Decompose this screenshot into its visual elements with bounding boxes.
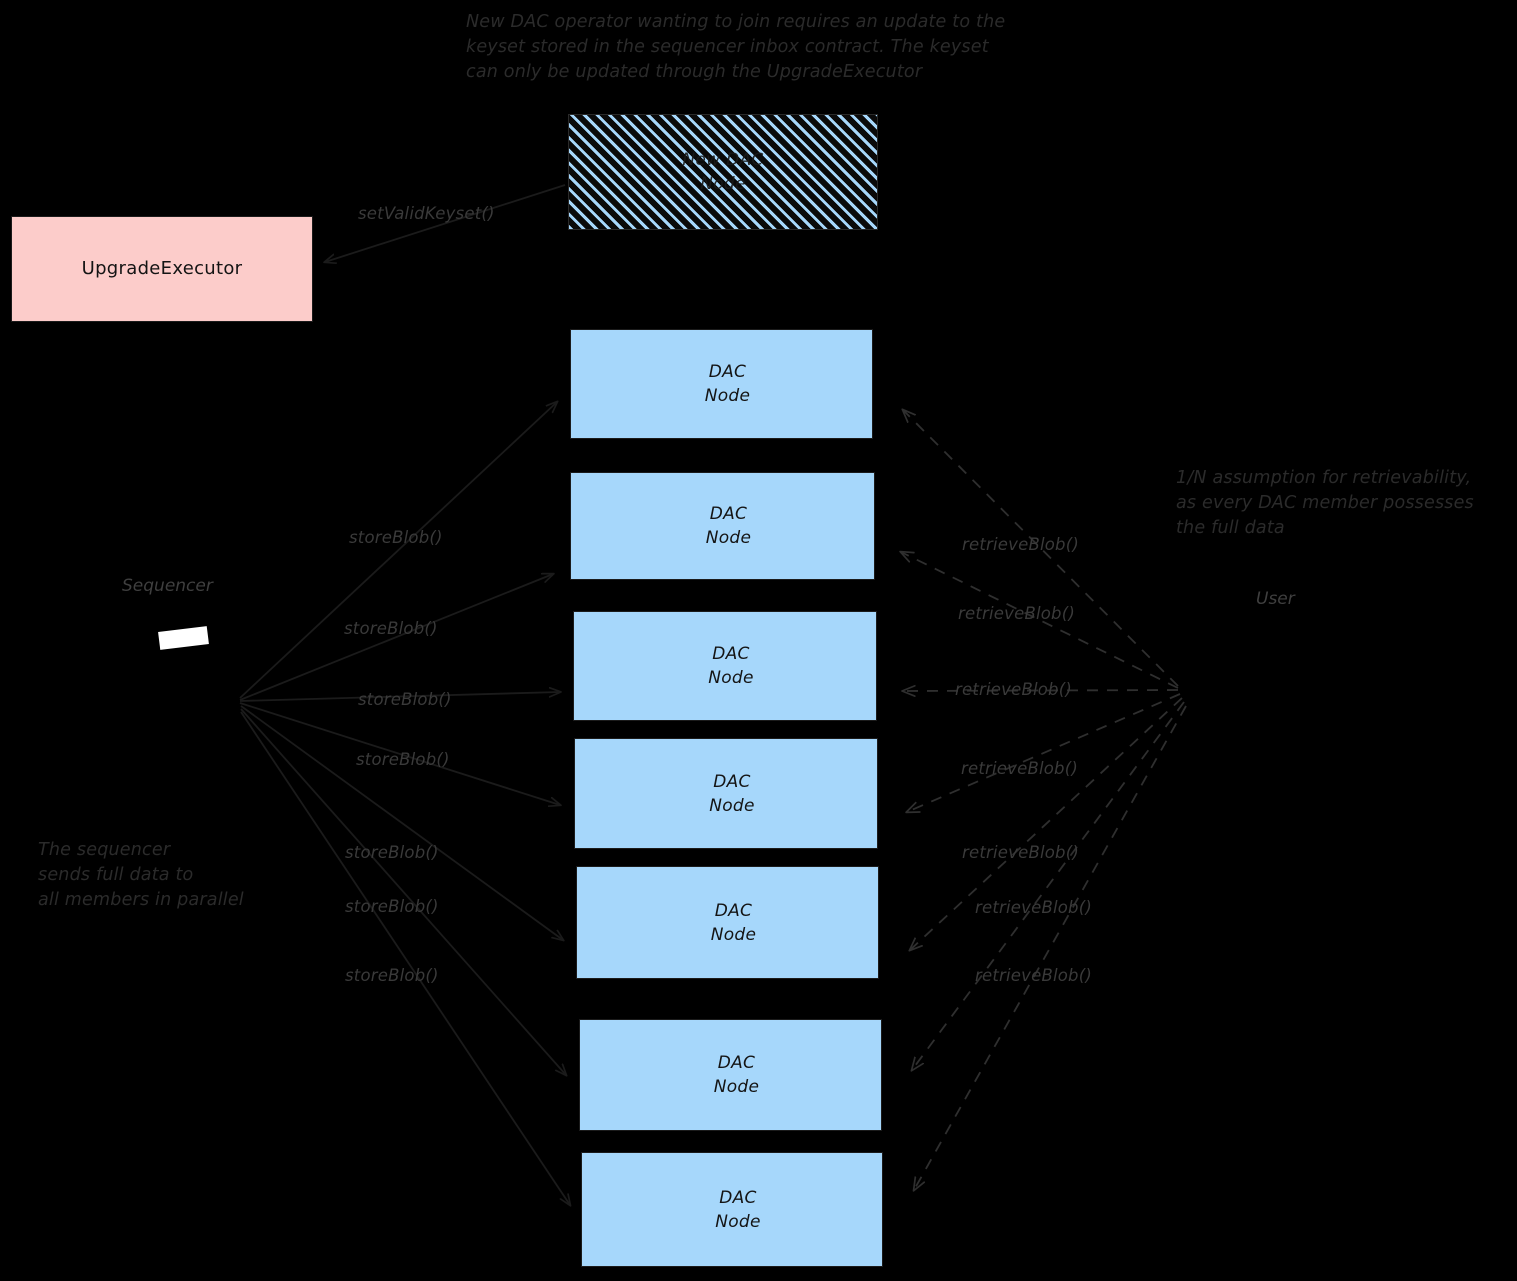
dac-node-label-4: DAC Node [709, 771, 755, 816]
edge-label-retrieve-blob-4: retrieveBlob() [961, 759, 1078, 778]
dac-node-box-7[interactable]: DAC Node [581, 1152, 883, 1267]
edge-set-valid-keyset [325, 184, 566, 262]
dac-node-box-2[interactable]: DAC Node [570, 472, 875, 580]
dac-node-label-5: DAC Node [710, 900, 757, 945]
dac-node-box-1[interactable]: DAC Node [570, 329, 873, 439]
edge-store-blob-7 [240, 711, 570, 1205]
upgrade-executor-box[interactable]: UpgradeExecutor [11, 216, 313, 322]
edge-group-store-blob [239, 402, 570, 1205]
note-right: 1/N assumption for retrievability, as ev… [1176, 468, 1474, 538]
dac-node-box-4[interactable]: DAC Node [574, 738, 878, 849]
edge-label-set-valid-keyset: setValidKeyset() [358, 204, 495, 223]
edge-label-retrieve-blob-7: retrieveBlob() [975, 966, 1092, 985]
edge-label-store-blob-6: storeBlob() [345, 897, 439, 916]
edge-label-store-blob-5: storeBlob() [345, 843, 439, 862]
edge-label-store-blob-3: storeBlob() [358, 690, 452, 709]
dac-node-label-7: DAC Node [715, 1187, 761, 1232]
edge-label-retrieve-blob-5: retrieveBlob() [962, 843, 1079, 862]
edge-label-store-blob-1: storeBlob() [349, 528, 443, 547]
edge-label-retrieve-blob-1: retrieveBlob() [962, 535, 1079, 554]
new-dac-node-label: New DAC Node [682, 150, 764, 194]
note-bottom-left: The sequencer sends full data to all mem… [38, 840, 244, 910]
dac-node-box-6[interactable]: DAC Node [579, 1019, 882, 1131]
edge-label-store-blob-2: storeBlob() [344, 619, 438, 638]
edge-label-retrieve-blob-6: retrieveBlob() [975, 898, 1092, 917]
dac-node-label-2: DAC Node [705, 504, 752, 548]
dac-node-label-6: DAC Node [713, 1053, 760, 1097]
sequencer-label: Sequencer [122, 576, 213, 596]
edge-label-retrieve-blob-3: retrieveBlob() [955, 680, 1072, 699]
edge-retrieve-blob-7 [914, 705, 1187, 1190]
user-label: User [1256, 589, 1295, 609]
upgrade-executor-label: UpgradeExecutor [81, 258, 243, 279]
edge-store-blob-1 [239, 402, 557, 699]
edge-retrieve-blob-6 [912, 701, 1185, 1070]
edge-group-retrieve-blob [901, 410, 1187, 1190]
edge-retrieve-blob-4 [907, 693, 1181, 812]
new-dac-node-box[interactable]: New DAC Node [568, 114, 878, 230]
sequencer-actor-icon [158, 626, 209, 650]
dac-node-label-1: DAC Node [704, 362, 751, 406]
note-top: New DAC operator wanting to join require… [466, 12, 1006, 82]
dac-node-label-3: DAC Node [708, 644, 754, 688]
edge-label-store-blob-7: storeBlob() [345, 966, 439, 985]
edge-label-retrieve-blob-2: retrieveBlob() [958, 604, 1075, 623]
edge-label-store-blob-4: storeBlob() [356, 750, 450, 769]
dac-node-box-3[interactable]: DAC Node [573, 611, 877, 721]
dac-node-box-5[interactable]: DAC Node [576, 866, 879, 979]
